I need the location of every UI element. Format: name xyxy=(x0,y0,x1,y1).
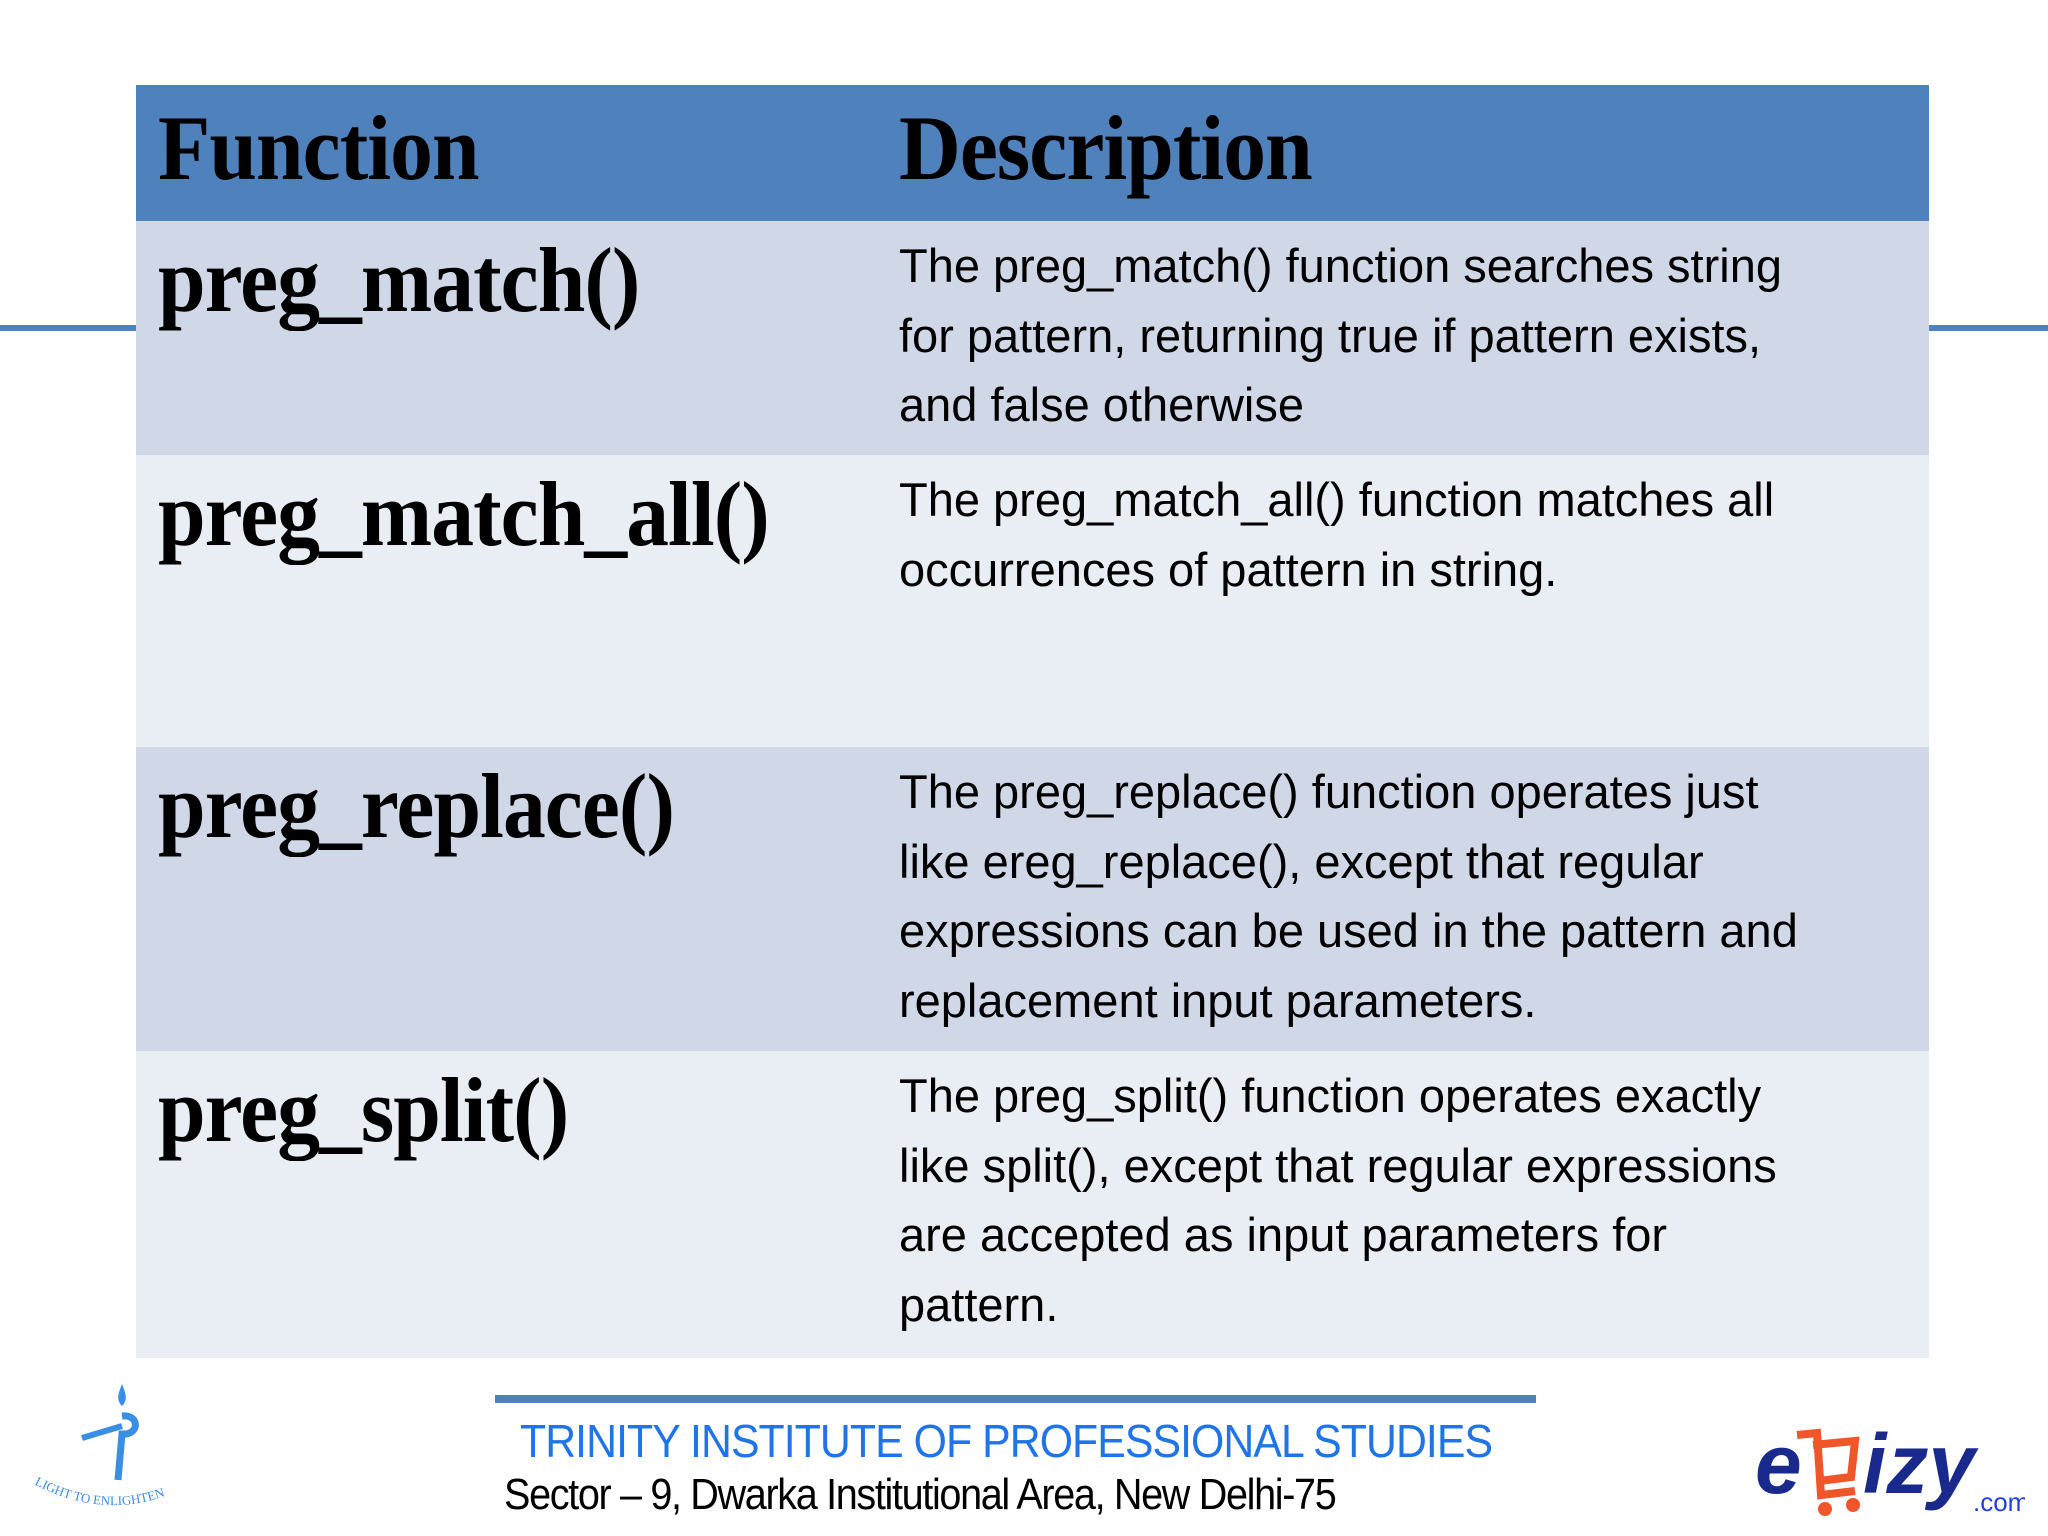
ezizy-logo: e izy .com xyxy=(1755,1415,2029,1525)
description-line: The preg_match_all() function matches al… xyxy=(899,473,1775,526)
description-line: like ereg_replace(), except that regular xyxy=(899,834,1704,888)
function-description: The preg_split() function operates exact… xyxy=(899,1061,1777,1339)
functions-table: Function Description preg_match() The pr… xyxy=(136,85,1929,1358)
table-row: preg_split() The preg_split() function o… xyxy=(136,1051,1929,1358)
header-function: Function xyxy=(158,97,480,199)
description-line: replacement input parameters. xyxy=(899,973,1537,1027)
svg-text:LIGHT TO ENLIGHTEN: LIGHT TO ENLIGHTEN xyxy=(33,1473,167,1508)
description-line: occurrences of pattern in string. xyxy=(899,542,1558,596)
function-description: The preg_replace() function operates jus… xyxy=(899,757,1798,1035)
description-line: are accepted as input parameters for xyxy=(899,1208,1668,1261)
table-row: preg_match_all() The preg_match_all() fu… xyxy=(136,455,1929,747)
function-description: The preg_match() function searches strin… xyxy=(899,231,1782,440)
description-line: The preg_split() function operates exact… xyxy=(899,1069,1762,1122)
right-accent-line xyxy=(1929,325,2048,331)
description-line: and false otherwise xyxy=(899,378,1304,431)
description-line: The preg_replace() function operates jus… xyxy=(899,765,1759,818)
institute-logo: LIGHT TO ENLIGHTEN xyxy=(30,1380,210,1520)
description-line: The preg_match() function searches strin… xyxy=(899,239,1782,292)
svg-text:.com: .com xyxy=(1973,1487,2025,1517)
header-description: Description xyxy=(899,97,1313,199)
footer-divider xyxy=(495,1395,1536,1403)
description-line: pattern. xyxy=(899,1277,1059,1331)
function-name: preg_replace() xyxy=(158,755,675,857)
institute-name: TRINITY INSTITUTE OF PROFESSIONAL STUDIE… xyxy=(520,1415,1493,1467)
function-name: preg_match_all() xyxy=(158,463,770,565)
function-name: preg_match() xyxy=(158,229,640,331)
table-row: preg_match() The preg_match() function s… xyxy=(136,221,1929,455)
function-name: preg_split() xyxy=(158,1059,569,1161)
description-line: like split(), except that regular expres… xyxy=(899,1138,1777,1192)
table-header-row: Function Description xyxy=(136,85,1929,221)
left-accent-line xyxy=(0,325,136,331)
description-line: for pattern, returning true if pattern e… xyxy=(899,308,1762,362)
institute-address: Sector – 9, Dwarka Institutional Area, N… xyxy=(504,1470,1337,1519)
svg-text:e: e xyxy=(1755,1417,1802,1511)
function-description: The preg_match_all() function matches al… xyxy=(899,465,1774,604)
description-line: expressions can be used in the pattern a… xyxy=(899,904,1798,957)
table-row: preg_replace() The preg_replace() functi… xyxy=(136,747,1929,1051)
svg-text:izy: izy xyxy=(1863,1417,1979,1511)
